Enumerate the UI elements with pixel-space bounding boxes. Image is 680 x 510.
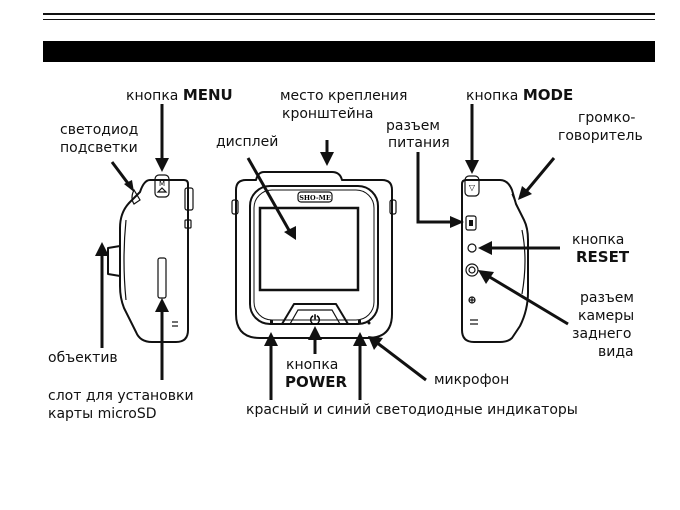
reset-label-2: RESET bbox=[576, 248, 630, 266]
mode-key-glyph: ▽ bbox=[469, 183, 476, 192]
led-blue-shape bbox=[358, 320, 361, 323]
brand-logo: SHO-ME bbox=[299, 194, 331, 202]
menu-key-shape bbox=[154, 174, 170, 198]
power-socket-label-2: питания bbox=[388, 135, 450, 151]
power-socket-shape bbox=[465, 215, 477, 231]
mode-key-shape bbox=[464, 175, 480, 197]
backlight-label-2: подсветки bbox=[60, 140, 138, 156]
leds-label: красный и синий светодиодные индикаторы bbox=[246, 402, 578, 418]
mount-label-1: место крепления bbox=[280, 88, 407, 104]
rear-cam-label-3: заднего bbox=[572, 326, 631, 342]
microphone-hole-shape bbox=[367, 321, 371, 325]
power-btn-label-1: кнопка bbox=[286, 357, 338, 373]
dashcam-diagram: M SHO-ME ⏻ ▽ bbox=[42, 80, 658, 425]
brand-logo-box bbox=[297, 191, 333, 203]
rear-cam-label-1: разъем bbox=[580, 290, 634, 306]
backlight-label-1: светодиод bbox=[60, 122, 138, 138]
mode-label: кнопка MODE bbox=[466, 86, 573, 104]
right-side-view: ▽ bbox=[461, 175, 529, 343]
mount-label-2: кронштейна bbox=[282, 106, 373, 122]
reset-button-shape bbox=[467, 243, 477, 253]
front-view: SHO-ME ⏻ bbox=[231, 171, 397, 339]
microsd-label-2: карты microSD bbox=[48, 406, 157, 422]
microphone-label: микрофон bbox=[434, 372, 509, 388]
speaker-shape bbox=[511, 193, 519, 209]
menu-key-glyph: M bbox=[159, 180, 165, 188]
lens-label: объектив bbox=[48, 350, 118, 366]
top-rule-thick bbox=[43, 13, 655, 15]
left-side-view: M bbox=[107, 174, 194, 343]
microsd-label-1: слот для установки bbox=[48, 388, 194, 404]
backlight-led-shape bbox=[131, 188, 141, 205]
diagram-canvas: M SHO-ME ⏻ ▽ bbox=[48, 86, 643, 422]
led-red-shape bbox=[270, 320, 273, 323]
rear-cam-label-2: камеры bbox=[578, 308, 634, 324]
rear-cam-label-4: вида bbox=[598, 344, 634, 360]
speaker-label-1: громко- bbox=[578, 110, 635, 126]
menu-label: кнопка MENU bbox=[126, 86, 233, 104]
reset-label-1: кнопка bbox=[572, 232, 624, 248]
power-socket-label-1: разъем bbox=[386, 118, 440, 134]
display-screen bbox=[258, 206, 360, 292]
lens-shape bbox=[107, 245, 121, 277]
speaker-label-2: говоритель bbox=[558, 128, 643, 144]
power-button-shape bbox=[281, 303, 349, 325]
top-rule-thin bbox=[43, 19, 655, 20]
power-icon: ⏻ bbox=[310, 313, 321, 328]
section-header-bar bbox=[43, 41, 655, 62]
display-label: дисплей bbox=[216, 134, 278, 150]
microsd-slot-shape bbox=[157, 257, 167, 299]
rear-camera-jack-shape bbox=[465, 263, 479, 277]
power-btn-label-2: POWER bbox=[285, 373, 348, 391]
callout-arrows bbox=[95, 104, 569, 400]
